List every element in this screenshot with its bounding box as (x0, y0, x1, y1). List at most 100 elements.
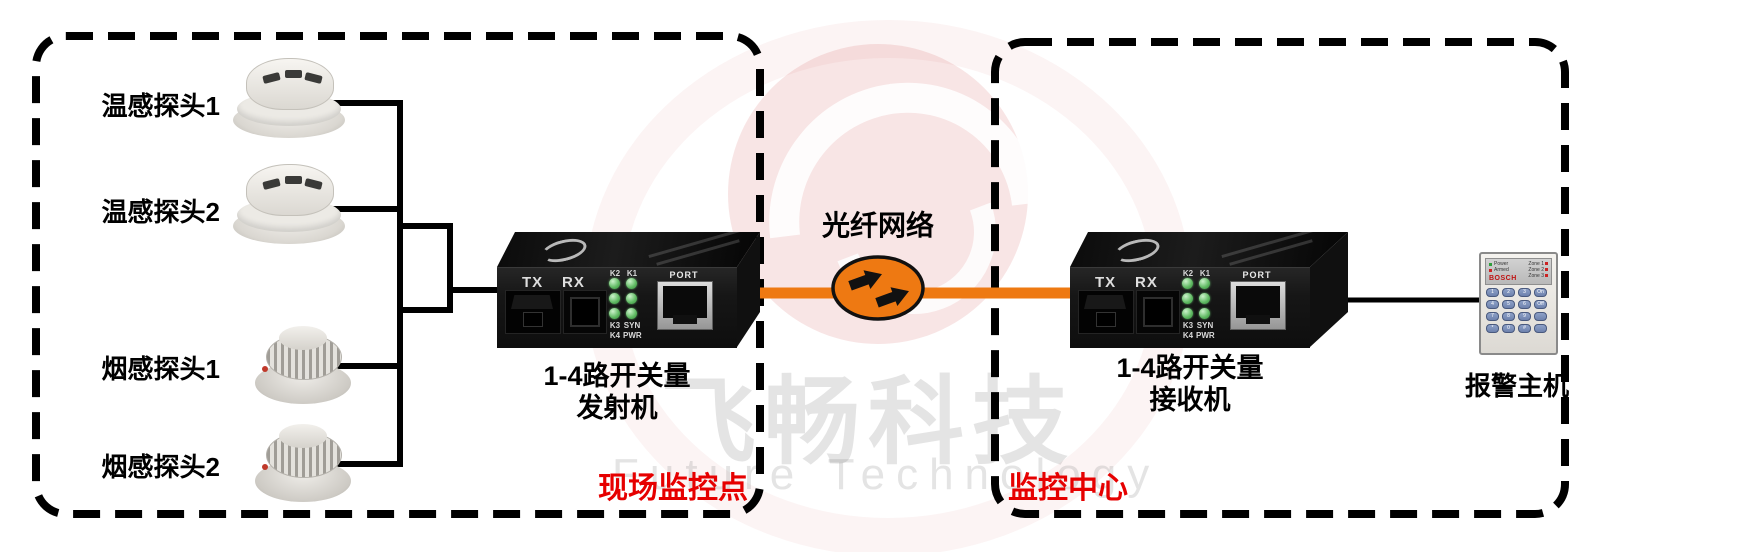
fiber-arrow-icon (875, 287, 909, 308)
keypad-key: 3 (1518, 288, 1531, 297)
alarm-host-label: 报警主机 (1464, 371, 1569, 401)
keypad-key: 6 (1518, 300, 1531, 309)
led-label-k2: K2 (1182, 269, 1194, 278)
status-label: Power (1494, 261, 1509, 267)
device-front-panel: TX RX K2 K1 K3 SYN K4 PWR PORT (497, 267, 737, 348)
keypad-key: 7 (1486, 312, 1499, 321)
brand-swirl-icon (539, 234, 589, 267)
receiver-caption-line2: 接收机 (1149, 384, 1231, 415)
center-zone-border (991, 38, 1569, 518)
port-label: PORT (1242, 270, 1272, 280)
port-label: PORT (669, 270, 699, 280)
device-top-face (1070, 232, 1348, 267)
watermark-tagline-text: Future Technology (612, 450, 1161, 499)
fiber-receiver-device: TX RX K2 K1 K3 SYN K4 PWR PORT (1070, 232, 1348, 348)
fiber-network-label: 光纤网络 (821, 210, 934, 241)
rj45-port (1230, 281, 1286, 330)
led-indicator (1182, 308, 1193, 319)
keypad-key: 8 (1502, 312, 1515, 321)
led-label-syn: SYN (1196, 321, 1214, 330)
tx-port-label: TX (522, 274, 544, 291)
bosch-logo: BOSCH (1489, 275, 1517, 282)
zone-indicator-label: Zone 3 (1528, 273, 1544, 279)
led-indicator (626, 293, 637, 304)
sensor-label: 烟感探头1 (101, 354, 220, 384)
led-label-pwr: PWR (623, 331, 642, 340)
armed-led-icon (1489, 269, 1492, 272)
led-label-syn: SYN (623, 321, 641, 330)
keypad-key (1534, 324, 1547, 333)
led-label-k3: K3 (1182, 321, 1194, 330)
led-label-k1: K1 (626, 269, 638, 278)
rj45-port (657, 281, 713, 330)
smoke-sensor-icon (255, 326, 351, 404)
led-label-k4: K4 (609, 331, 621, 340)
sensor-label: 烟感探头2 (101, 452, 220, 482)
device-top-face (497, 232, 760, 267)
led-label-k2: K2 (609, 269, 621, 278)
tx-port-label: TX (1095, 274, 1117, 291)
fiber-transmitter-device: TX RX K2 K1 K3 SYN K4 PWR PORT (497, 232, 760, 348)
temperature-sensor-icon (233, 58, 345, 138)
tx-fiber-port (505, 290, 561, 334)
fiber-network-node (831, 255, 925, 321)
keypad-key: # (1518, 324, 1531, 333)
keypad-key: 5 (1502, 300, 1515, 309)
device-side-face (737, 232, 760, 347)
sensor-label: 温感探头2 (101, 197, 220, 227)
temperature-sensor-icon (233, 164, 345, 244)
led-indicator (609, 278, 620, 289)
led-indicator (609, 308, 620, 319)
keypad-key: 0 (1502, 324, 1515, 333)
keypad-key: * (1486, 324, 1499, 333)
smoke-sensor-icon (255, 424, 351, 502)
brand-swirl-icon (1112, 234, 1162, 267)
power-led-icon (1489, 263, 1492, 266)
zone-indicator-label: Zone 1 (1528, 261, 1544, 267)
keypad-key: On (1534, 288, 1547, 297)
led-indicator (262, 464, 268, 470)
alarm-keypad: Power Armed BOSCH Zone 1 Zone 2 Zone 3 1… (1479, 252, 1558, 355)
fiber-network-ellipse (831, 255, 925, 321)
led-label-k4: K4 (1182, 331, 1194, 340)
keypad-key: 4 (1486, 300, 1499, 309)
receiver-caption-line1: 1-4路开关量 (1116, 353, 1264, 383)
keypad-key: Off (1534, 300, 1547, 309)
led-indicator (1199, 293, 1210, 304)
led-indicator (262, 366, 268, 372)
transmitter-caption-line1: 1-4路开关量 (543, 361, 691, 391)
watermark-company-text: 飞畅科技 (660, 369, 1076, 476)
transmitter-caption-line2: 发射机 (576, 392, 658, 423)
rx-fiber-port (1136, 290, 1180, 334)
led-label-k1: K1 (1199, 269, 1211, 278)
led-label-pwr: PWR (1196, 331, 1215, 340)
keypad-key (1534, 312, 1547, 321)
fiber-arrow-icon (848, 270, 882, 291)
sensor-label: 温感探头1 (101, 91, 220, 121)
led-indicator (1182, 278, 1193, 289)
keypad-display: Power Armed BOSCH Zone 1 Zone 2 Zone 3 (1485, 258, 1552, 285)
transmitter-caption: 1-4路开关量 发射机 (487, 361, 747, 425)
status-label: Armed (1494, 267, 1509, 273)
zone-indicator-label: Zone 2 (1528, 267, 1544, 273)
center-zone-label: 监控中心 (1008, 472, 1128, 505)
led-indicator (1199, 308, 1210, 319)
led-indicator (626, 278, 637, 289)
receiver-caption: 1-4路开关量 接收机 (1060, 353, 1320, 417)
led-label-k3: K3 (609, 321, 621, 330)
keypad-key: 1 (1486, 288, 1499, 297)
tx-fiber-port (1078, 290, 1134, 334)
keypad-key: 2 (1502, 288, 1515, 297)
led-indicator (1182, 293, 1193, 304)
rx-port-label: RX (1135, 274, 1158, 291)
led-indicator (626, 308, 637, 319)
led-indicator (1199, 278, 1210, 289)
field-zone-label: 现场监控点 (598, 472, 748, 505)
rx-fiber-port (563, 290, 607, 334)
sensor-wires (330, 100, 500, 467)
keypad-keys: 1 2 3 On 4 5 6 Off 7 8 9 * 0 # (1486, 288, 1547, 333)
rx-port-label: RX (562, 274, 585, 291)
keypad-key: 9 (1518, 312, 1531, 321)
